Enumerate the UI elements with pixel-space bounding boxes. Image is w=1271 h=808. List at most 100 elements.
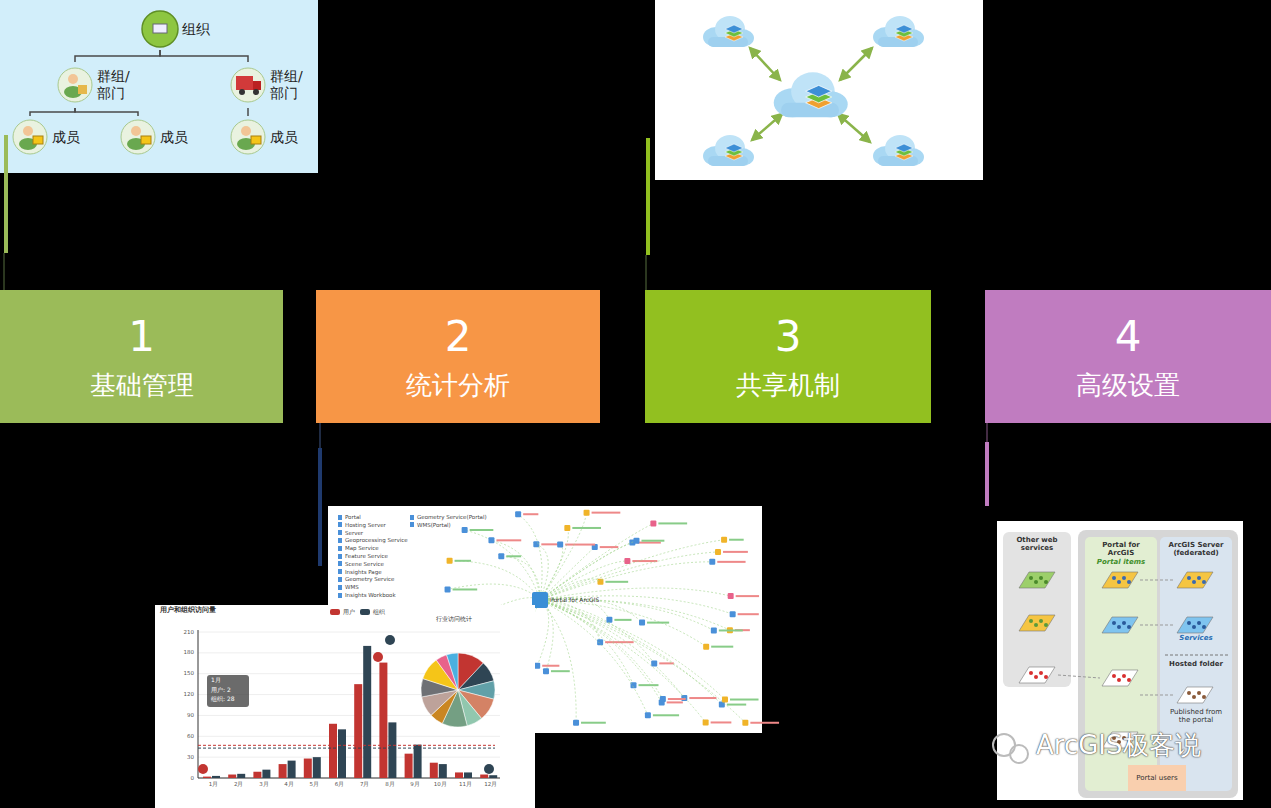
map-dot — [1117, 580, 1121, 584]
map-tile — [1102, 617, 1138, 633]
axis-tick: 10月 — [434, 781, 447, 787]
legend-item: Geometry Service — [338, 576, 395, 582]
legend-text: Insights Workbook — [345, 592, 396, 598]
axis-tick: 6月 — [335, 781, 345, 787]
org-unit: 组织 — [140, 8, 220, 50]
monitor — [251, 136, 261, 144]
map-dot — [1192, 625, 1196, 629]
role-box: Portal users — [1128, 765, 1186, 791]
section-title: 高级设置 — [1076, 370, 1180, 401]
section-box: 4高级设置 — [985, 290, 1271, 423]
network-link — [540, 600, 706, 722]
node-caption-mark — [581, 722, 606, 724]
node-caption-mark — [658, 522, 687, 524]
head — [131, 126, 141, 136]
legend-item: Portal — [338, 514, 361, 520]
dashed-link — [1058, 675, 1100, 678]
map-dot — [1029, 619, 1033, 623]
node-caption-mark — [689, 697, 716, 699]
wheel — [253, 89, 259, 95]
node-caption-mark — [659, 662, 674, 664]
map-dot — [1044, 623, 1048, 627]
network-link — [540, 541, 636, 600]
chart-title: 行业访问统计 — [436, 616, 472, 623]
legend-item: Scene Service — [338, 561, 384, 567]
network-link — [540, 540, 724, 600]
network-link — [540, 513, 587, 600]
dashed-link — [1140, 580, 1175, 581]
layer-rhombus — [725, 25, 743, 33]
person-icon — [121, 120, 155, 154]
network-link — [537, 600, 548, 666]
network-link — [540, 600, 648, 715]
network-link — [540, 600, 684, 698]
map-dot — [1127, 580, 1131, 584]
node-caption-mark — [565, 544, 595, 546]
legend-text: Server — [345, 530, 363, 536]
org-icon — [142, 11, 178, 47]
map-dot — [1197, 576, 1201, 580]
legend-item: Hosting Server — [338, 522, 386, 528]
map-icon — [1019, 615, 1055, 631]
monitor — [141, 136, 151, 144]
cloud-icon — [873, 16, 924, 47]
chart-title: 用户和组织访问量 — [160, 606, 216, 614]
legend-text: 组织 — [373, 609, 385, 616]
head — [68, 74, 78, 84]
network-node — [606, 617, 612, 623]
map-icon — [1177, 572, 1213, 588]
sync-arrow — [750, 48, 780, 80]
bar — [338, 729, 346, 778]
map-tile — [1019, 615, 1055, 631]
watermark: ArcGIS极客说 — [1036, 731, 1201, 761]
bar — [313, 757, 321, 778]
map-dot — [1039, 671, 1043, 675]
network-node — [543, 668, 549, 674]
legend-text: Geometry Service — [345, 576, 395, 582]
node-caption-mark — [717, 561, 745, 563]
map-icon — [1102, 670, 1138, 686]
dashed-link — [1140, 695, 1175, 696]
layer-rhombus — [725, 144, 743, 152]
cloud-icon — [703, 16, 754, 47]
legend-swatch — [360, 609, 370, 615]
map-icon — [1019, 667, 1055, 683]
network-link — [540, 596, 733, 614]
bar — [304, 759, 312, 778]
stem-line — [3, 253, 5, 290]
org-unit: 群组/部门 — [228, 62, 314, 108]
bar — [203, 777, 211, 778]
bar — [212, 776, 220, 778]
bar — [262, 770, 270, 778]
network-link — [540, 600, 722, 705]
bar — [430, 763, 438, 778]
truck-body — [236, 76, 253, 90]
legend-item: 用户 — [330, 609, 355, 616]
node-label: ArcGIS Server (federated) — [1163, 541, 1229, 558]
network-node — [711, 627, 717, 633]
person-icon — [58, 68, 92, 102]
axis-tick: 2月 — [234, 781, 244, 787]
bar — [288, 761, 296, 778]
network-node — [597, 639, 603, 645]
legend-item: Geometry Service(Portal) — [410, 514, 487, 520]
map-dot — [1034, 580, 1038, 584]
person-icon — [13, 120, 47, 154]
node-caption-mark — [496, 539, 521, 541]
axis-tick: 7月 — [360, 781, 370, 787]
network-node — [564, 525, 570, 531]
node-caption-mark — [506, 555, 521, 557]
node-label: Other web services — [1006, 536, 1068, 553]
bar — [405, 754, 413, 778]
icon-disc — [121, 120, 155, 154]
network-link — [540, 528, 568, 600]
cloud-icon — [774, 72, 848, 117]
node-caption-mark — [453, 588, 478, 590]
map-icon — [1102, 617, 1138, 633]
map-icon — [1019, 572, 1055, 588]
node-subtitle: Portal items — [1088, 558, 1154, 566]
map-dot — [1122, 576, 1126, 580]
node-label: 群组/部门 — [97, 68, 143, 102]
truck-cab — [253, 81, 261, 90]
wheel — [239, 89, 245, 95]
